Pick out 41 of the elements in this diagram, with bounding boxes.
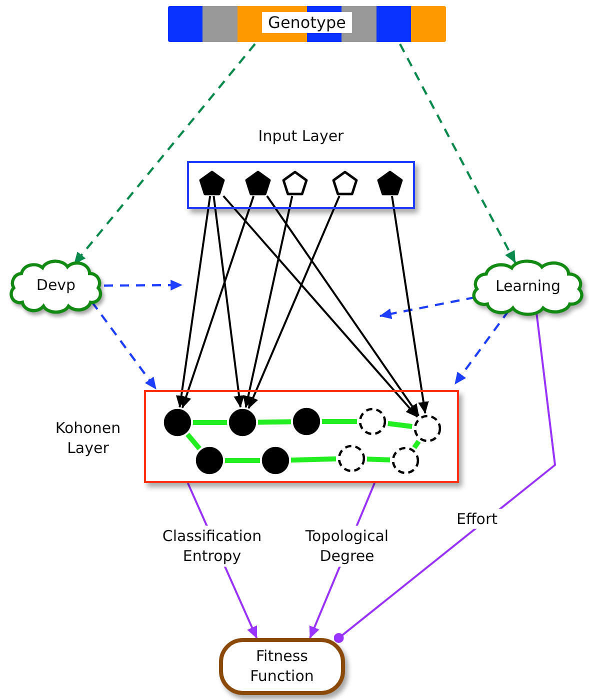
connector-line [193, 420, 227, 425]
circle-node [338, 444, 364, 472]
arrow [248, 196, 340, 409]
arrow [379, 296, 476, 320]
connector-line [388, 421, 412, 429]
pentagon-node [376, 170, 402, 196]
arrow [176, 196, 212, 408]
connector-line [290, 456, 336, 463]
connector-line [225, 458, 260, 463]
circle-node [414, 414, 440, 442]
arrow [222, 195, 418, 418]
node-label: Genotype [262, 12, 352, 33]
arrow [180, 196, 255, 408]
connector-line [322, 419, 357, 424]
connector-line [412, 440, 421, 450]
pentagon-node [198, 170, 224, 196]
connector-line [366, 456, 390, 462]
pentagon-node [332, 170, 358, 196]
arrow [91, 301, 157, 390]
circle-node [392, 446, 418, 474]
circle-node [292, 408, 320, 434]
rounded-box [219, 638, 345, 695]
arrow [73, 43, 256, 264]
node-label: Fitness Function [249, 647, 315, 686]
arrow [242, 196, 294, 408]
pentagon-node [282, 170, 308, 196]
connector-line [186, 432, 202, 450]
genotype-bar [168, 6, 446, 42]
arrow [104, 280, 183, 290]
arrow [266, 195, 420, 416]
arrow [212, 196, 244, 408]
circle-node [228, 408, 256, 436]
pentagon-node [244, 170, 270, 196]
connector-line [258, 419, 292, 425]
arrow [399, 43, 516, 264]
layer-label: Kohonen Layer [54, 418, 122, 458]
circle-node [358, 408, 386, 434]
circle-node [164, 408, 190, 436]
circle-node [262, 446, 288, 474]
layer-label: Input Layer [257, 127, 345, 145]
circle-node [196, 446, 222, 474]
